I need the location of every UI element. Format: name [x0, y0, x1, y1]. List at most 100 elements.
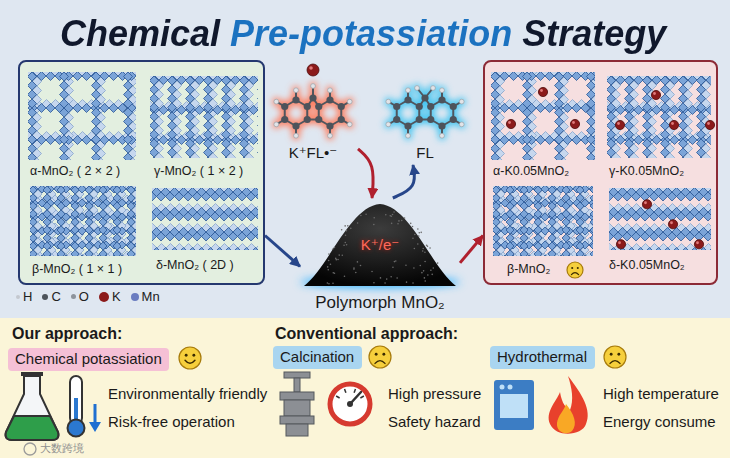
reaction-arrow [265, 236, 300, 267]
octahedron [554, 136, 563, 145]
grain [347, 225, 349, 227]
octahedron [37, 104, 46, 113]
octahedron [46, 136, 55, 145]
octahedron [186, 103, 195, 112]
octahedron [506, 186, 514, 194]
octahedron [523, 81, 532, 90]
octahedron [555, 126, 564, 135]
octahedron [109, 72, 118, 81]
octahedron [127, 194, 135, 202]
grain [371, 271, 373, 273]
grain [373, 224, 375, 226]
octahedron [607, 121, 616, 130]
octahedron [534, 218, 542, 226]
octahedron [124, 72, 133, 81]
octahedron [590, 250, 593, 256]
octahedron [652, 106, 661, 115]
octahedron [43, 242, 51, 250]
octahedron [548, 194, 556, 202]
octahedron [589, 227, 593, 235]
octahedron [548, 202, 556, 210]
octahedron [85, 250, 93, 256]
octahedron [222, 76, 231, 85]
octahedron [661, 76, 670, 85]
octahedron [127, 186, 135, 194]
grain [421, 272, 423, 274]
octahedron [523, 126, 532, 135]
hydrogen-atom [415, 86, 420, 91]
octahedron [548, 242, 556, 250]
reaction-arrow [393, 165, 415, 198]
octahedron [126, 186, 134, 193]
octahedron [679, 103, 688, 112]
octahedron [124, 144, 133, 153]
octahedra-layer [491, 72, 595, 160]
octahedron [554, 72, 563, 81]
octahedron [491, 99, 500, 108]
diagram-title: Chemical Pre-potassiation Strategy [58, 12, 672, 55]
octahedron [73, 72, 82, 81]
octahedron [506, 242, 514, 250]
octahedron [548, 210, 556, 218]
octahedron [124, 108, 133, 117]
grain [401, 220, 403, 222]
octahedra-layer [607, 76, 711, 158]
octahedron [186, 139, 195, 148]
grain [414, 234, 416, 236]
octahedron [43, 186, 51, 194]
octahedron [625, 103, 634, 112]
grain [430, 269, 432, 271]
grain [422, 250, 424, 252]
octahedron [152, 248, 161, 251]
grain [327, 282, 329, 284]
carbon-atom [326, 122, 333, 129]
octahedron [576, 202, 584, 210]
octahedron [576, 218, 584, 226]
grain [424, 280, 426, 282]
node-text: α-MnO₂ ( 2 × 2 ) [30, 164, 120, 179]
octahedron [491, 72, 500, 81]
grain [418, 235, 420, 237]
octahedron [204, 130, 213, 139]
octahedron [186, 76, 195, 85]
octahedron [562, 186, 570, 194]
grain [360, 215, 362, 217]
octahedron [645, 248, 654, 251]
octahedron [186, 85, 195, 94]
octahedron [150, 103, 159, 112]
octahedron [509, 72, 518, 81]
octahedron [607, 76, 616, 85]
octahedron [697, 76, 706, 85]
octahedron [520, 218, 528, 226]
octahedron [150, 157, 159, 158]
octahedron [204, 103, 213, 112]
octahedron [697, 85, 706, 94]
octahedron [670, 76, 679, 85]
octahedron [536, 72, 545, 81]
octahedron [679, 148, 688, 157]
grain [353, 268, 355, 270]
octahedron [92, 99, 101, 108]
octahedron [113, 194, 121, 202]
carbon-atom [304, 116, 311, 123]
octahedron [520, 194, 528, 202]
octahedron [60, 99, 69, 108]
octahedron [168, 139, 177, 148]
grain [337, 259, 339, 261]
octahedron [124, 81, 133, 90]
octahedron [113, 242, 121, 250]
potassium-ions [615, 90, 714, 129]
octahedron [563, 104, 572, 113]
octahedron [186, 121, 195, 130]
octahedron [625, 148, 634, 157]
octahedron [57, 186, 65, 194]
grain [397, 223, 399, 225]
octahedron [213, 136, 222, 145]
grain [335, 258, 337, 260]
octahedron [708, 228, 711, 237]
octahedron [258, 121, 259, 130]
octahedron [240, 76, 249, 85]
octahedron [91, 136, 100, 145]
octahedron [85, 194, 93, 202]
octahedron [520, 234, 528, 242]
